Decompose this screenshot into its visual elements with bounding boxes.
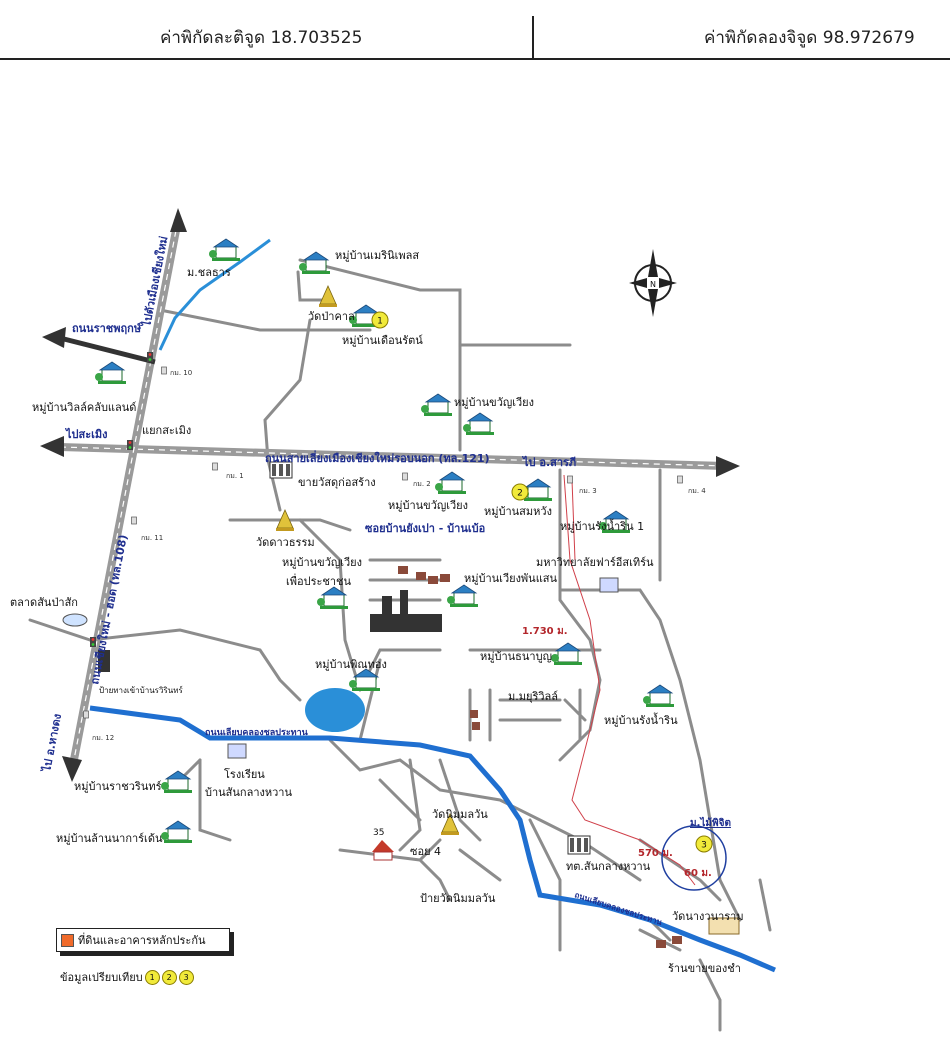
mayuri-ville-label: ม.มยุริวิลล์	[508, 690, 558, 703]
lanna-garden-label: หมู่บ้านล้านนาการ์เด้น	[56, 832, 163, 845]
sankhoktawan-label: บ้านสันกลางหวาน	[205, 786, 292, 799]
kachanwieng-3-label: หมู่บ้านขวัญเวียง	[282, 556, 362, 569]
wat-sign-label: ป้ายวัดนิมมลวัน	[420, 892, 496, 905]
kachanwieng-1-label: หมู่บ้านขวัญเวียง	[454, 396, 534, 409]
km-4-label: กม. 4	[688, 487, 706, 495]
legend-comparison: ข้อมูลเปรียบเทียบ 1 2 3	[60, 968, 194, 986]
sompong-label: หมู่บ้านสมหวัง	[484, 505, 552, 518]
soi4-label: ซอย 4	[410, 845, 441, 858]
km-2-label: กม. 2	[413, 480, 431, 488]
wat-pakal-label: วัดป่าคาล	[308, 310, 355, 323]
location-map: N 1 2 3 ถนนสายเลี่ยงเมืองเชียงใหม่รอบนอก…	[10, 208, 776, 1032]
legend-property: ที่ดินและอาคารหลักประกัน	[56, 928, 234, 956]
property-swatch-icon	[61, 933, 74, 947]
maipinjai-label: ม.ไม้พิจิต	[690, 816, 731, 829]
kachanwieng-2-label: หมู่บ้านขวัญเวียง	[388, 499, 468, 512]
wat-nimman-label: วัดนิมมลวัน	[432, 808, 488, 821]
legend-property-label: ที่ดินและอาคารหลักประกัน	[78, 934, 206, 947]
compass-north-label: N	[650, 280, 656, 289]
talat-label: ตลาดสันป่าสัก	[10, 596, 78, 609]
minor-roads	[28, 258, 772, 1032]
km-3-label: กม. 3	[579, 487, 597, 495]
building-icon	[62, 461, 740, 948]
longitude-text: ค่าพิกัดลองจิจูด 98.972679	[704, 28, 915, 48]
school-label: โรงเรียน	[224, 767, 265, 781]
main-roads	[59, 219, 726, 771]
canal-road-label-2: ถนนเลียบคลองชลประทาน	[573, 889, 664, 927]
distance-3-label: 60 ม.	[684, 868, 712, 879]
canal-road-label: ถนนเลียบคลองชลประทาน	[205, 727, 309, 738]
wills-clubland-label: หมู่บ้านวิลล์คลับแลนด์	[32, 401, 136, 414]
compass-icon: N	[629, 249, 677, 317]
distance-1-label: 1.730 ม.	[522, 626, 568, 637]
rachawarin-label: หมู่บ้านราชวรินทร์	[74, 780, 162, 793]
marker-2-label: 2	[517, 489, 523, 499]
samoeng-junction-label: แยกสะเมิง	[142, 424, 191, 437]
merinplace-label: หมู่บ้านเมรินิเพลส	[335, 249, 419, 262]
puangchon-label: เพื่อประชาชน	[286, 573, 352, 588]
rungnamrin-1-label: หมู่บ้านรังน้ำริน 1	[560, 518, 644, 533]
wat-tongwanaram-label: วัดนางวนาราม	[672, 910, 744, 923]
legend-marker-2: 2	[161, 969, 177, 985]
entrance-sign-label: ป้ายทางเข้าบ้านรวิรินทร์	[99, 685, 183, 695]
village-house-icon	[94, 238, 675, 844]
km-1-label: กม. 1	[226, 472, 244, 480]
latitude-text: ค่าพิกัดละติจูด 18.703525	[160, 28, 363, 48]
header-separator	[532, 16, 534, 58]
coordinates-header: ค่าพิกัดละติจูด 18.703525 ค่าพิกัดลองจิจ…	[0, 0, 950, 60]
wat-daradhamma-label: วัดดาวธรรม	[256, 536, 315, 549]
rungnamrin-label: หมู่บ้านรังน้ำริน	[604, 712, 678, 727]
construction-shop-label: ขายวัสดุก่อสร้าง	[298, 476, 376, 489]
stream	[158, 238, 271, 351]
km-10-label: กม. 10	[170, 369, 192, 377]
to-hangdong-label: ไป อ.หางดง	[39, 713, 64, 775]
lake	[305, 688, 365, 732]
chonlathan-label: ม.ชลธาร	[187, 266, 231, 279]
outer-ring-road-label: ถนนสายเลี่ยงเมืองเชียงใหม่รอบนอก (ทล.121…	[265, 450, 490, 465]
irrigation-canal	[89, 705, 776, 973]
marker-1-label: 1	[377, 317, 383, 327]
km-12-label: กม. 12	[92, 734, 114, 742]
thanaboon-label: หมู่บ้านธนาบูญ	[480, 650, 552, 663]
legend-compare-label: ข้อมูลเปรียบเทียบ	[60, 971, 143, 984]
ratchaphruek-road-label: ถนนราชพฤกษ์	[72, 322, 142, 335]
km-11-label: กม. 11	[141, 534, 163, 542]
comparison-markers: 1 2 3	[371, 311, 713, 853]
wiengphansan-label: หมู่บ้านเวียงพันแสน	[464, 572, 558, 585]
to-sarapee-label: ไป อ.สารภี	[521, 455, 576, 469]
to-samoeng-label: ไปสะเมิง	[64, 427, 108, 441]
duanrat-label: หมู่บ้านเดือนรัตน์	[342, 334, 423, 347]
property-area-circle	[661, 825, 727, 891]
marker-3-label: 3	[701, 841, 707, 851]
legend-marker-1: 1	[144, 969, 160, 985]
subdistrict-office-label: ทต.สันกลางหวาน	[566, 860, 651, 873]
soi-yangpao-label: ซอยบ้านยังเปา - บ้านเบ้อ	[365, 522, 485, 535]
university-label: มหาวิทยาลัยฟาร์อีสเทิร์น	[536, 556, 654, 569]
pinthong-label: หมู่บ้านพิณทอง	[315, 658, 387, 671]
grocery-store-label: ร้านขายของชำ	[668, 962, 741, 975]
route-line	[563, 474, 696, 886]
legend-marker-3: 3	[178, 969, 194, 985]
distance-2-label: 570 ม.	[638, 848, 673, 859]
legend-property-box: ที่ดินและอาคารหลักประกัน	[56, 928, 230, 952]
house-35-label: 35	[373, 828, 384, 838]
header-rule	[0, 58, 950, 60]
road-arrows	[40, 208, 740, 782]
